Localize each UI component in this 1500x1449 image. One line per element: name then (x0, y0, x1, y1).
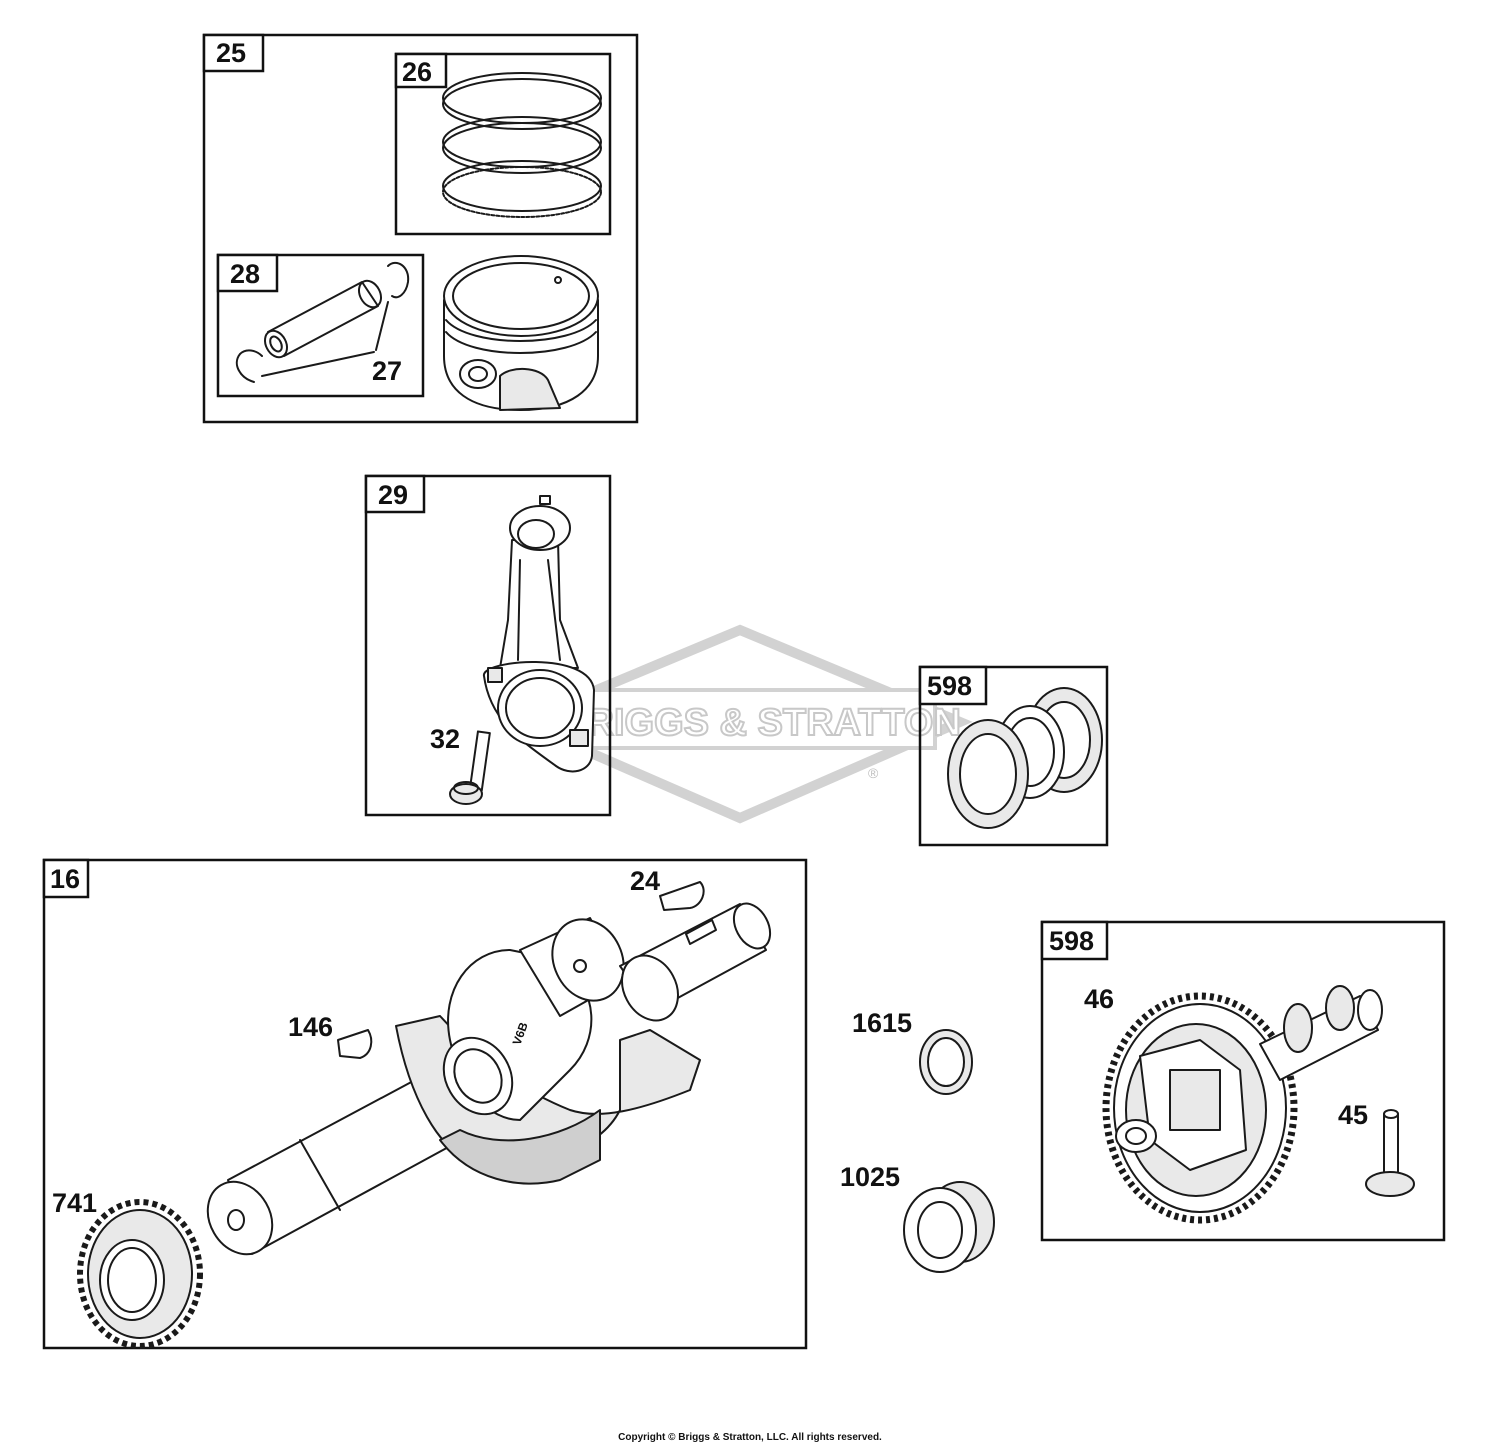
connecting-rod-icon (483, 495, 595, 773)
key-146-icon (337, 1029, 373, 1059)
box-598-top-label: 598 (927, 671, 972, 701)
rod-bolt-icon (449, 730, 491, 805)
part-32-label[interactable]: 32 (430, 724, 460, 754)
part-146-label[interactable]: 146 (288, 1012, 333, 1042)
box-29-connecting-rod[interactable]: 29 32 (364, 474, 612, 817)
box-598-bottom-label: 598 (1049, 926, 1094, 956)
part-27-label[interactable]: 27 (372, 356, 402, 386)
box-25-piston-assembly[interactable]: 25 26 28 (202, 33, 639, 424)
part-1615-label[interactable]: 1615 (852, 1008, 912, 1038)
part-46-label[interactable]: 46 (1084, 984, 1114, 1014)
box-598-top-bearing[interactable]: 598 (918, 665, 1109, 847)
box-16-label: 16 (50, 864, 80, 894)
box-598-bottom-camshaft[interactable]: 598 46 45 (1040, 920, 1446, 1242)
part-1025-label[interactable]: 1025 (840, 1162, 900, 1192)
crankshaft-icon: V6B (206, 902, 772, 1256)
piston-rings-icon (442, 72, 602, 218)
box-25-label: 25 (216, 38, 246, 68)
thrust-washer-1615[interactable]: 1615 (852, 1008, 973, 1095)
box-26-piston-rings[interactable]: 26 (394, 52, 612, 236)
copyright-footer: Copyright © Briggs & Stratton, LLC. All … (618, 1432, 882, 1443)
part-741-label[interactable]: 741 (52, 1188, 97, 1218)
part-24-label[interactable]: 24 (630, 866, 660, 896)
woodruff-key-24-icon (659, 881, 705, 911)
timing-gear-741-icon (77, 1199, 203, 1349)
retaining-clip-icon (235, 261, 410, 383)
box-28-wrist-pin[interactable]: 28 27 (216, 253, 425, 398)
camshaft-gear-icon (1102, 985, 1383, 1224)
box-16-crankshaft[interactable]: 16 V6B 24 (42, 858, 808, 1350)
box-29-label: 29 (378, 480, 408, 510)
box-28-label: 28 (230, 259, 260, 289)
piston-icon (443, 255, 599, 411)
valve-lifter-45-icon (1365, 1109, 1415, 1197)
watermark-brand-text: BRIGGS & STRATTON (559, 702, 961, 744)
watermark-registered-mark: ® (868, 765, 879, 781)
box-26-label: 26 (402, 57, 432, 87)
bearing-washer-icon (947, 687, 1103, 829)
wrist-pin-icon (263, 279, 383, 359)
part-45-label[interactable]: 45 (1338, 1100, 1368, 1130)
bushing-1025[interactable]: 1025 (840, 1162, 995, 1273)
brand-watermark: BRIGGS & STRATTON ® (507, 624, 973, 824)
